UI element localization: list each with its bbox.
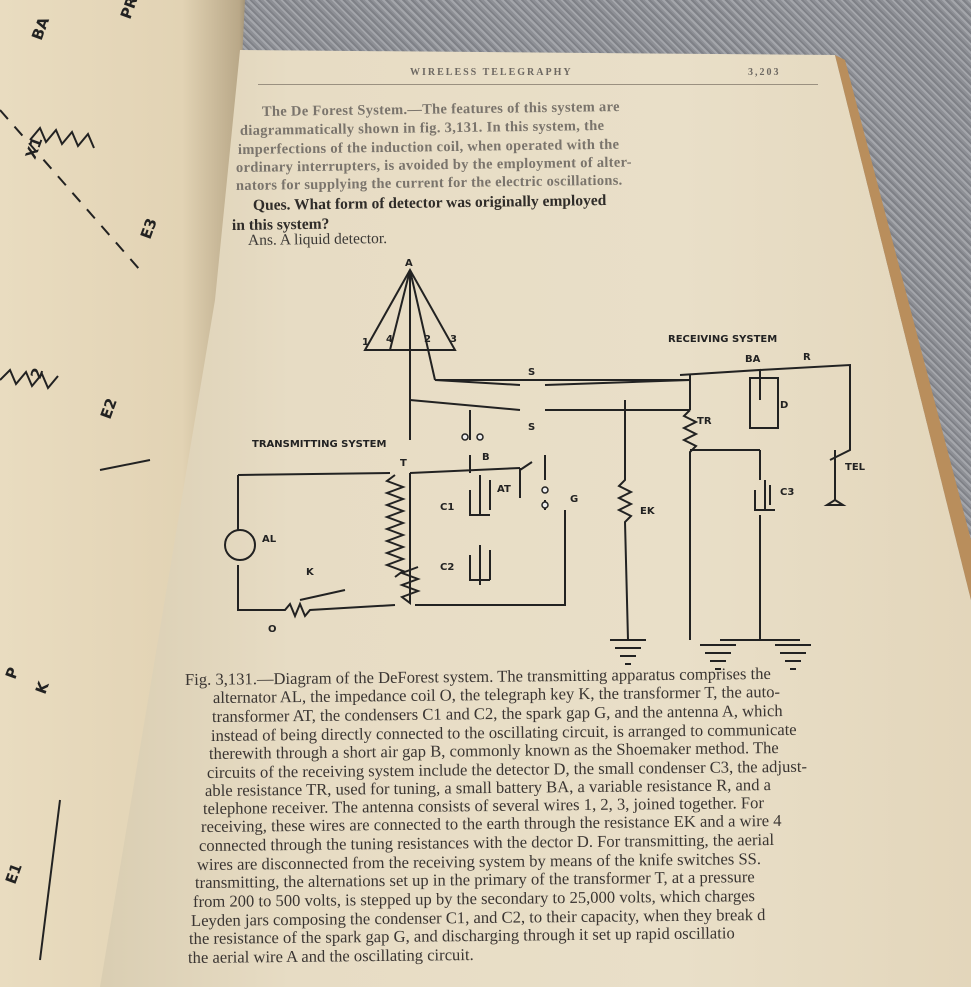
left-label: E2 (97, 396, 121, 422)
label-condenser-c2: C2 (440, 562, 454, 573)
page-number: 3,203 (748, 67, 781, 78)
left-label: E1 (2, 861, 26, 887)
label-telephone: TEL (845, 462, 866, 473)
label-earth-resistance: EK (640, 506, 656, 517)
caption-line: the aerial wire A and the oscillating ci… (187, 945, 474, 967)
label-condenser-c3: C3 (780, 487, 794, 498)
label-antenna: A (405, 258, 413, 269)
label-key: K (306, 567, 315, 578)
label-tuning-resistance: TR (697, 416, 712, 427)
label-transmitting-system: TRANSMITTING SYSTEM (252, 439, 386, 450)
label-wire-1: 1 (362, 337, 369, 348)
label-switch-s: S (528, 422, 535, 433)
label-battery: BA (745, 354, 761, 365)
left-label: E3 (137, 216, 161, 242)
label-air-gap: B (482, 452, 490, 463)
label-alternator: AL (262, 534, 277, 545)
label-autotransformer: AT (497, 484, 511, 495)
label-switch-s: S (528, 367, 535, 378)
label-detector: D (780, 400, 788, 411)
header-rule (258, 84, 818, 85)
running-header: WIRELESS TELEGRAPHY (410, 67, 573, 78)
label-spark-gap: G (570, 494, 578, 505)
label-wire-3: 3 (450, 334, 457, 345)
label-impedance-coil: O (268, 624, 277, 635)
label-receiving-system: RECEIVING SYSTEM (668, 334, 777, 345)
left-label: PR (117, 0, 142, 21)
label-resistance: R (803, 352, 811, 363)
label-wire-4: 4 (386, 334, 393, 345)
label-wire-2: 2 (424, 334, 431, 345)
label-condenser-c1: C1 (440, 502, 454, 513)
label-transformer: T (400, 458, 407, 469)
